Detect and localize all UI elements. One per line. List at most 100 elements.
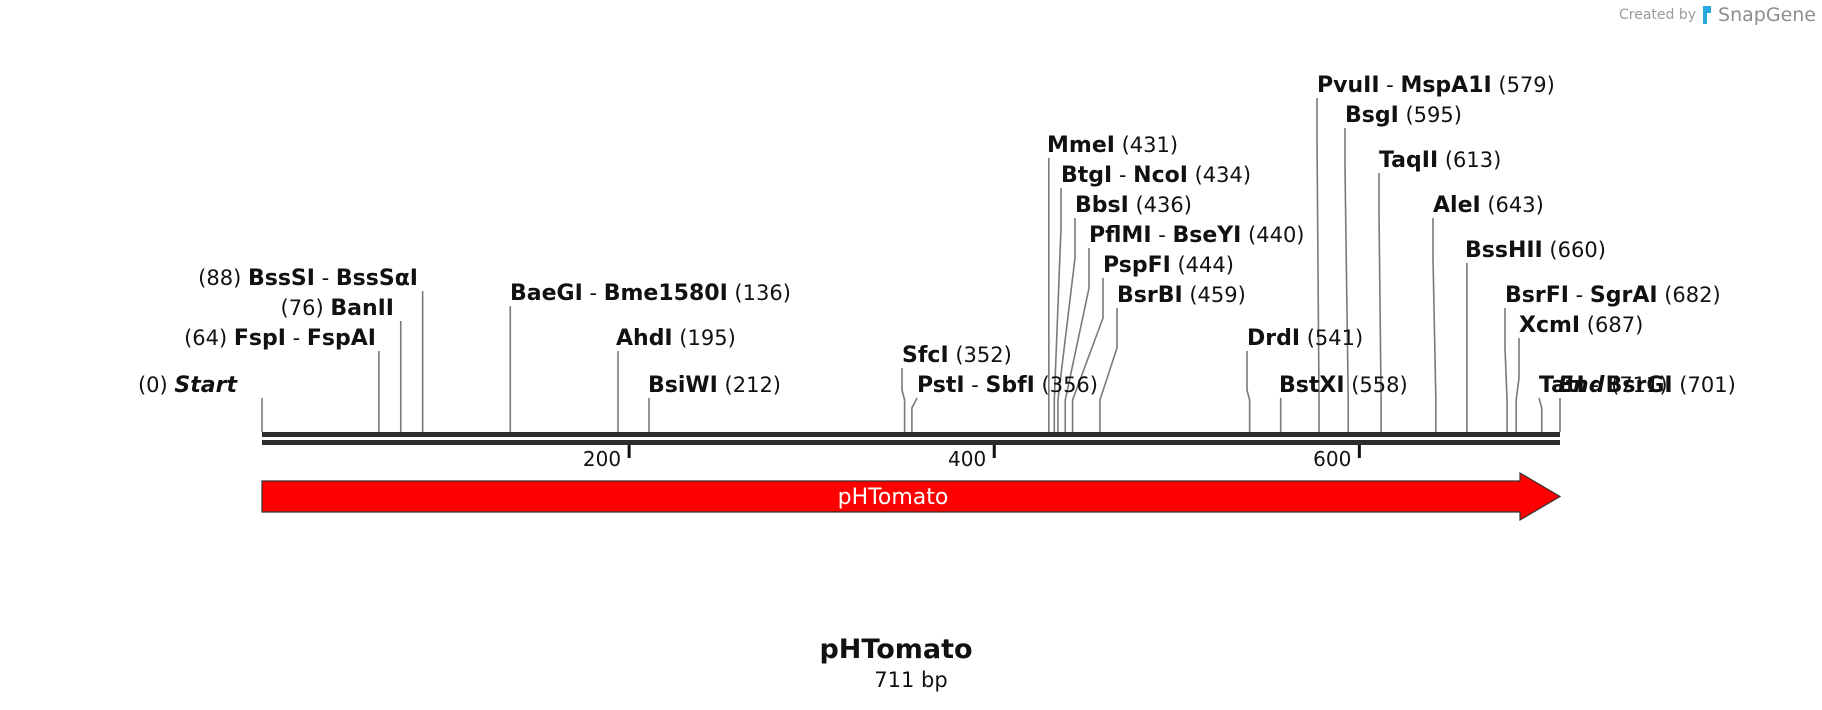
enzyme-name: BanII <box>330 296 394 321</box>
site-line-psti <box>911 397 918 432</box>
site-label-pspfi[interactable]: PspFI (444) <box>1103 253 1234 278</box>
spacer <box>227 326 234 350</box>
feature-arrow[interactable] <box>261 471 1562 522</box>
site-pos: (0) <box>138 373 168 397</box>
ruler-tick-label: 200 <box>583 447 621 471</box>
site-pos: (579) <box>1492 73 1555 97</box>
enzyme-name: PvuII <box>1317 73 1380 98</box>
backbone-top-strand <box>262 432 1560 437</box>
site-label-bsgi[interactable]: BsgI (595) <box>1345 103 1462 128</box>
site-line-tati <box>1538 397 1543 432</box>
spacer <box>241 266 248 290</box>
site-line-pspfi <box>1071 278 1104 432</box>
enzyme-name: BsrFI <box>1505 283 1569 308</box>
site-label-mmei[interactable]: MmeI (431) <box>1047 133 1178 158</box>
credit-brand: SnapGene <box>1718 4 1816 26</box>
site-label-pvuii[interactable]: PvuII - MspA1I (579) <box>1317 73 1555 98</box>
site-line-drdi <box>1246 351 1251 432</box>
enzyme-name: BssSαI <box>336 266 418 291</box>
site-pos: (613) <box>1438 148 1501 172</box>
site-label-bsrbi[interactable]: BsrBI (459) <box>1117 283 1246 308</box>
ruler-tick-label: 400 <box>948 447 986 471</box>
enzyme-name: BsgI <box>1345 103 1399 128</box>
site-label-ahdi[interactable]: AhdI (195) <box>616 326 736 351</box>
site-pos: (459) <box>1183 283 1246 307</box>
separator: - <box>315 266 336 290</box>
site-label-end[interactable]: End (711) <box>1558 373 1668 398</box>
enzyme-name: PspFI <box>1103 253 1171 278</box>
site-pos: (440) <box>1241 223 1304 247</box>
site-pos: (352) <box>949 343 1012 367</box>
enzyme-name: TaqII <box>1379 148 1438 173</box>
site-line-bsrfi <box>1504 308 1508 432</box>
site-label-start[interactable]: (0) Start <box>138 373 238 398</box>
enzyme-name: Bme1580I <box>604 281 728 306</box>
site-line-btgi <box>1053 188 1062 432</box>
spacer <box>168 373 175 397</box>
enzyme-name: BstXI <box>1279 373 1345 398</box>
enzyme-name: BsrGI <box>1606 373 1673 398</box>
enzyme-name: FspI <box>234 326 286 351</box>
ruler-tick-400 <box>992 445 996 458</box>
site-label-taqii[interactable]: TaqII (613) <box>1379 148 1501 173</box>
enzyme-name: BaeGI <box>510 281 583 306</box>
site-line-alei <box>1432 218 1437 432</box>
site-pos: (444) <box>1171 253 1234 277</box>
separator: - <box>965 373 986 397</box>
site-label-bstxi[interactable]: BstXI (558) <box>1279 373 1408 398</box>
site-label-bsssi[interactable]: (88) BssSI - BssSαI <box>198 266 418 291</box>
enzyme-name: Start <box>174 373 238 398</box>
site-pos: (356) <box>1035 373 1098 397</box>
sequence-backbone <box>262 432 1560 445</box>
enzyme-name: FspAI <box>307 326 376 351</box>
site-pos: (660) <box>1543 238 1606 262</box>
site-pos: (595) <box>1399 103 1462 127</box>
site-label-drdi[interactable]: DrdI (541) <box>1247 326 1363 351</box>
credit-prefix: Created by <box>1619 7 1697 23</box>
site-label-fspi[interactable]: (64) FspI - FspAI <box>184 326 376 351</box>
separator: - <box>583 281 604 305</box>
site-pos: (88) <box>198 266 241 290</box>
separator: - <box>1585 373 1606 397</box>
site-label-baegi[interactable]: BaeGI - Bme1580I (136) <box>510 281 791 306</box>
separator: - <box>1569 283 1590 307</box>
site-label-bbsi[interactable]: BbsI (436) <box>1075 193 1192 218</box>
site-label-tati[interactable]: TatI - BsrGI (701) <box>1539 373 1736 398</box>
site-line-taqii <box>1378 173 1382 432</box>
site-pos: (64) <box>184 326 227 350</box>
enzyme-name: NcoI <box>1133 163 1188 188</box>
site-label-bsiwi[interactable]: BsiWI (212) <box>648 373 781 398</box>
enzyme-name: XcmI <box>1519 313 1580 338</box>
site-line-pflmi <box>1064 248 1090 432</box>
enzyme-name: BbsI <box>1075 193 1129 218</box>
sequence-length: 711 bp <box>874 668 947 692</box>
enzyme-name: BseYI <box>1172 223 1241 248</box>
enzyme-name: DrdI <box>1247 326 1300 351</box>
site-label-bsrfi[interactable]: BsrFI - SgrAI (682) <box>1505 283 1721 308</box>
enzyme-name: SbfI <box>985 373 1034 398</box>
site-label-sfci[interactable]: SfcI (352) <box>902 343 1012 368</box>
site-pos: (687) <box>1580 313 1643 337</box>
site-pos: (195) <box>673 326 736 350</box>
separator: - <box>286 326 307 350</box>
site-label-bsshii[interactable]: BssHII (660) <box>1465 238 1606 263</box>
site-line-sfci <box>901 368 906 432</box>
site-pos: (434) <box>1188 163 1251 187</box>
feature-pHTomato[interactable]: pHTomato <box>261 471 1562 522</box>
ruler-tick-200 <box>627 445 631 458</box>
enzyme-name: MspA1I <box>1400 73 1491 98</box>
enzyme-name: BtgI <box>1061 163 1112 188</box>
site-line-bbsi <box>1057 218 1076 432</box>
enzyme-name: BssHII <box>1465 238 1543 263</box>
site-pos: (643) <box>1481 193 1544 217</box>
site-pos: (711) <box>1604 373 1667 397</box>
site-labels: (0) Start (64) FspI - FspAI (76) BanII (88)… <box>138 73 1736 398</box>
site-label-psti[interactable]: PstI - SbfI (356) <box>917 373 1098 398</box>
site-label-xcmi[interactable]: XcmI (687) <box>1519 313 1643 338</box>
site-label-btgi[interactable]: BtgI - NcoI (434) <box>1061 163 1251 188</box>
site-label-pflmi[interactable]: PflMI - BseYI (440) <box>1089 223 1305 248</box>
site-label-alei[interactable]: AleI (643) <box>1433 193 1544 218</box>
site-label-banii[interactable]: (76) BanII <box>281 296 394 321</box>
site-line-bsrbi <box>1099 308 1118 432</box>
